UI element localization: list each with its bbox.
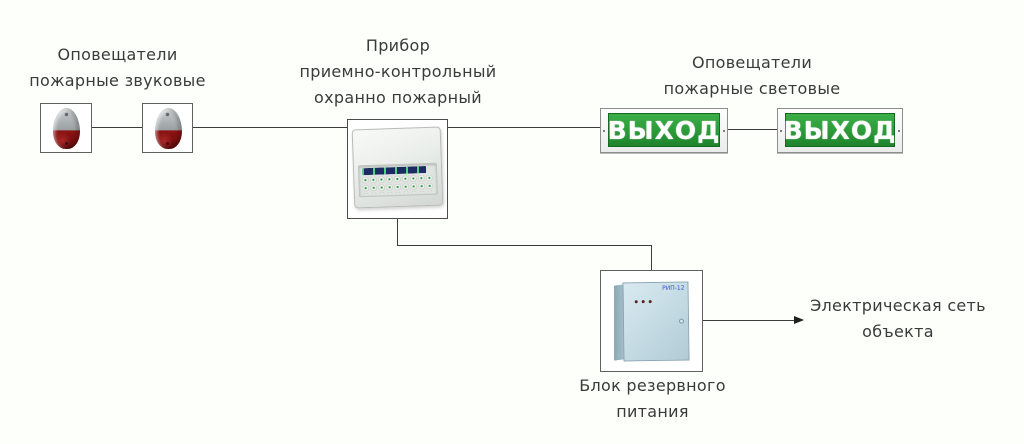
label-light-annunciators: Оповещатели пожарные световые xyxy=(640,50,864,102)
label-control-panel: Прибор приемно-контрольный охранно пожар… xyxy=(285,33,511,111)
wire-psu-up xyxy=(651,245,652,270)
keypad-buttons xyxy=(362,174,434,195)
siren-icon xyxy=(53,108,80,149)
exit-sign-2: ВЫХОД xyxy=(777,108,903,153)
psu-led-indicators xyxy=(634,300,661,304)
wire-panel-exit1 xyxy=(448,127,600,128)
label-mains: Электрическая сеть объекта xyxy=(795,293,1001,345)
keypad-recess xyxy=(358,162,438,198)
label-line: питания xyxy=(616,402,689,421)
label-line: пожарные световые xyxy=(663,79,841,98)
label-line: Прибор xyxy=(365,36,431,55)
label-line: Оповещатели xyxy=(691,53,813,72)
siren-icon xyxy=(154,108,182,149)
control-panel-keypad-icon xyxy=(351,126,444,209)
label-line: Блок резервного xyxy=(579,376,726,395)
wire-siren1-siren2 xyxy=(92,127,142,128)
wire-panel-psu-horizontal xyxy=(397,245,652,246)
label-line: охранно пожарный xyxy=(314,88,482,107)
exit-sign-1: ВЫХОД xyxy=(600,108,728,153)
power-supply-box-icon: РИП-12 xyxy=(614,281,692,364)
label-backup-power: Блок резервного питания xyxy=(560,373,745,425)
psu-model-label: РИП-12 xyxy=(662,284,685,292)
exit-sign-text: ВЫХОД xyxy=(783,116,897,145)
label-line: приемно-контрольный xyxy=(299,62,497,81)
exit-sign-panel: ВЫХОД xyxy=(783,113,897,147)
sound-annunciator-1 xyxy=(40,103,92,153)
wire-panel-down xyxy=(397,219,398,246)
sound-annunciator-2 xyxy=(142,103,193,153)
label-line: Оповещатели xyxy=(57,45,178,64)
psu-front-face: РИП-12 xyxy=(622,281,690,362)
exit-sign-panel: ВЫХОД xyxy=(608,113,720,147)
label-sound-annunciators: Оповещатели пожарные звуковые xyxy=(20,42,215,94)
arrow-right-icon xyxy=(794,316,804,324)
control-panel-unit xyxy=(347,119,448,219)
label-line: пожарные звуковые xyxy=(29,71,206,90)
backup-power-unit: РИП-12 xyxy=(600,270,703,372)
keypad-display xyxy=(362,165,426,175)
wire-siren2-panel xyxy=(193,127,347,128)
exit-sign-text: ВЫХОД xyxy=(607,116,721,145)
wire-exit1-exit2 xyxy=(728,129,777,130)
label-line: Электрическая сеть xyxy=(810,296,986,315)
wire-psu-mains xyxy=(703,320,795,321)
psu-lock-icon xyxy=(678,318,685,324)
label-line: объекта xyxy=(862,322,934,341)
